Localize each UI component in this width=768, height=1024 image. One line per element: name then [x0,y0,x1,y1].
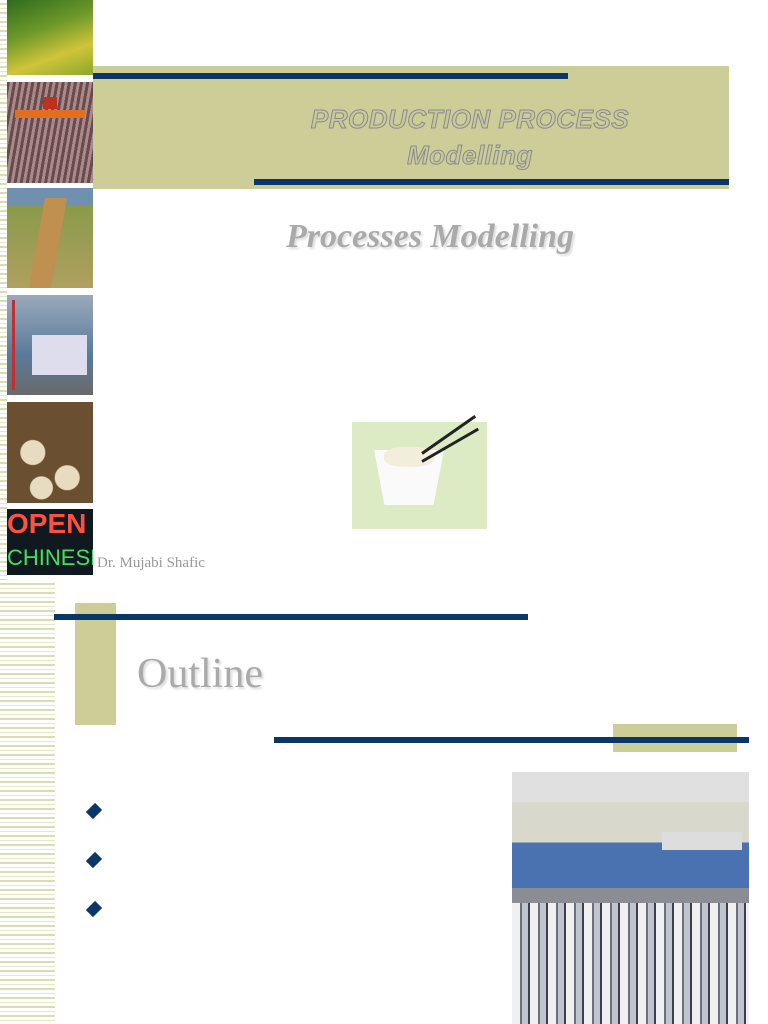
banner-bottom-rule [254,179,729,185]
grain-harvest-photo [7,188,93,288]
title-accent-block [75,603,116,725]
rice-baskets-photo [7,402,93,503]
rice-terrace-photo [7,0,93,75]
left-stripe-decoration [0,0,7,580]
title-line-1: PRODUCTION PROCESS [310,104,630,135]
left-stripe-decoration-2 [0,580,55,1024]
bullet-3 [85,900,103,918]
title-line-2: Modelling [407,140,533,171]
bullet-1 [85,802,103,820]
tractor-field-photo [7,82,93,183]
car-port-photo [512,772,749,1024]
title-bottom-rule [274,737,749,743]
banner-top-rule [93,73,568,79]
chinese-food-sign-photo: OPEN CHINESE FO [7,509,93,575]
title-top-rule [54,614,528,620]
bullet-2 [85,851,103,869]
port-cranes-photo [7,295,93,395]
takeout-box-image [352,414,487,529]
author-name: Dr. Mujabi Shafic [97,555,205,571]
presentation-title: PRODUCTION PROCESS Modelling [255,101,685,173]
slide-title: Outline [137,651,263,697]
slide-subtitle: Processes Modelling [285,218,575,255]
title-banner [93,66,729,189]
